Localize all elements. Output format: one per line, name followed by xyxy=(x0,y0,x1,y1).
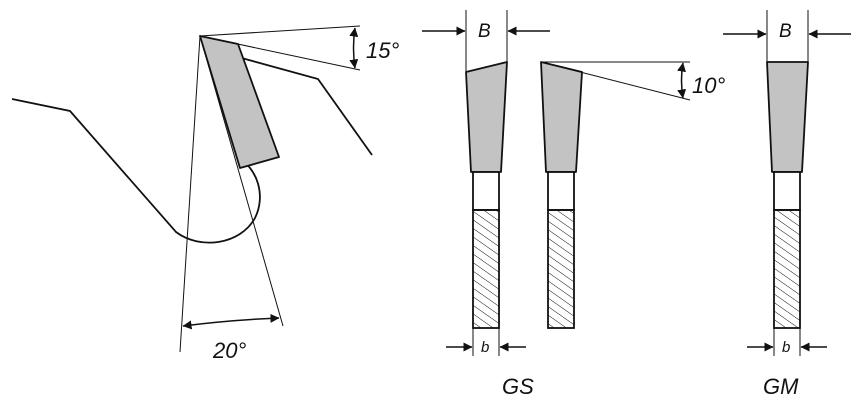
gm-plate-section xyxy=(773,209,801,329)
gs-width-label-upper: B xyxy=(478,21,491,42)
gm-carbide-tip xyxy=(766,61,809,173)
gm-steel-body xyxy=(773,171,801,211)
gm-width-label-upper: B xyxy=(779,21,792,42)
clearance-angle-label: 20° xyxy=(212,338,246,363)
gs-steel-body-a xyxy=(472,171,500,211)
gm-width-label-lower: b xyxy=(782,339,790,356)
gs-bevel-angle-arrow xyxy=(677,62,687,99)
gs-carbide-tip-b xyxy=(540,61,583,173)
gs-tooth-a: B b xyxy=(422,10,550,356)
tooth-profile xyxy=(11,56,373,244)
top-bevel-angle-arrow xyxy=(349,27,359,69)
tooth-gullet-outline xyxy=(11,98,261,244)
gs-carbide-tip-a xyxy=(465,61,508,173)
gs-tooth-b: 10° xyxy=(540,61,725,329)
gm-name: GM xyxy=(763,374,799,399)
gs-width-label-lower: b xyxy=(481,339,489,356)
gs-bevel-angle-label: 10° xyxy=(692,73,725,98)
gm-tooth: B b xyxy=(723,10,851,356)
gs-steel-body-b xyxy=(547,171,575,211)
gs-plate-section-b xyxy=(547,209,575,329)
top-bevel-angle-label: 15° xyxy=(366,38,399,63)
carbide-tip xyxy=(199,35,280,169)
construction-lines xyxy=(179,25,361,353)
gs-plate-section-a xyxy=(472,209,500,329)
clearance-angle-arrow xyxy=(182,313,280,330)
gs-name: GS xyxy=(502,374,534,399)
tooth-back-outline xyxy=(237,56,373,156)
